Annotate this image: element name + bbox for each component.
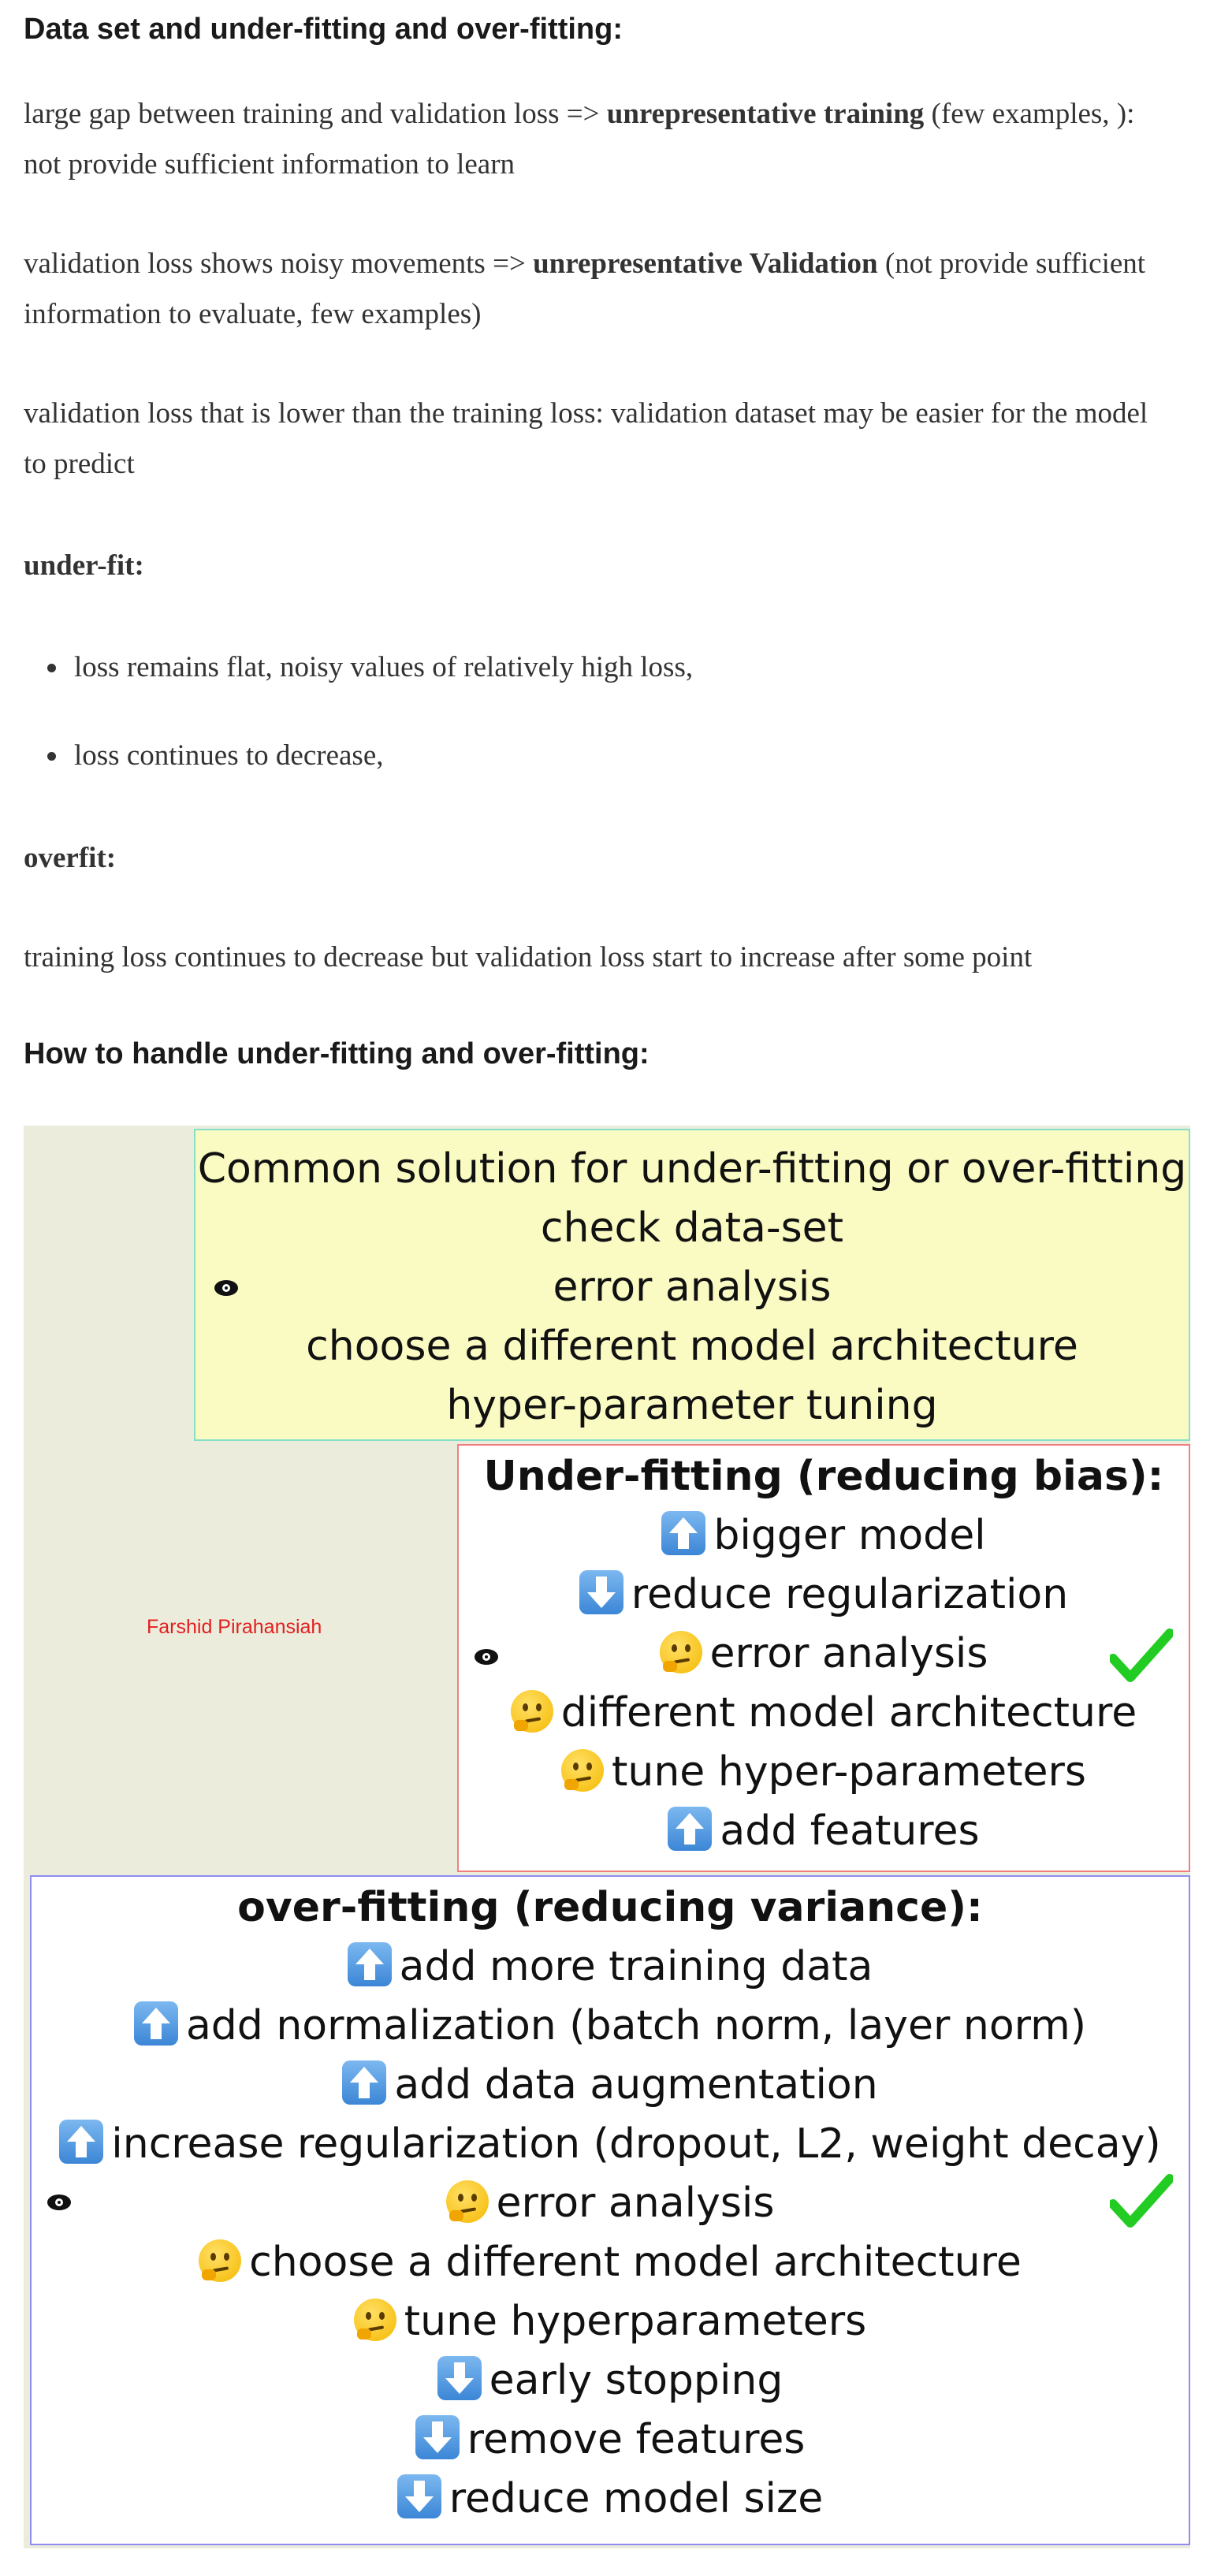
bullet-dot <box>47 752 56 761</box>
list-item: add normalization (batch norm, layer nor… <box>32 1997 1189 2056</box>
p2-post: (not provide sufficient information to e… <box>24 248 1146 330</box>
down-arrow-icon <box>396 2474 441 2518</box>
down-arrow-icon <box>415 2415 460 2459</box>
up-arrow-icon <box>342 2060 387 2105</box>
p1-bold: unrepresentative training <box>606 98 925 130</box>
thinking-face-icon <box>561 1749 604 1792</box>
list-item: choose a different model architecture <box>32 2233 1189 2292</box>
underfitting-title: Under-fitting (reducing bias): <box>483 1453 1164 1500</box>
list-item-text: loss continues to decrease, <box>74 739 384 772</box>
list-item-text: loss remains flat, noisy values of relat… <box>74 651 694 683</box>
thinking-face-icon <box>445 2180 489 2223</box>
common-item: error analysis <box>553 1264 832 1311</box>
up-arrow-icon <box>661 1511 706 1555</box>
overfitting-title: over-fitting (reducing variance): <box>237 1884 983 1931</box>
list-item-text: error analysis <box>496 2180 775 2227</box>
underfit-label: under-fit: <box>24 549 144 582</box>
list-item: different model architecture <box>459 1684 1189 1743</box>
list-item-text: bigger model <box>713 1512 986 1559</box>
down-arrow-icon <box>437 2356 482 2400</box>
underfitting-box: Under-fitting (reducing bias): bigger mo… <box>457 1444 1190 1872</box>
overfitting-box: over-fitting (reducing variance): add mo… <box>30 1875 1190 2545</box>
list-item-text: tune hyper-parameters <box>612 1748 1086 1796</box>
list-item-text: early stopping <box>489 2357 784 2404</box>
thinking-face-icon <box>199 2239 242 2282</box>
bullet-dot <box>47 664 56 672</box>
list-item-text: increase regularization (dropout, L2, we… <box>111 2120 1161 2168</box>
common-item: hyper-parameter tuning <box>446 1382 938 1429</box>
thinking-face-icon <box>510 1690 553 1733</box>
list-item-text: add more training data <box>399 1943 873 1990</box>
list-item: tune hyperparameters <box>32 2292 1189 2351</box>
list-item-text: add features <box>720 1807 980 1855</box>
up-arrow-icon <box>668 1807 713 1851</box>
paragraph-unrepresentative-validation: validation loss shows noisy movements =>… <box>24 239 1167 340</box>
thinking-face-icon <box>353 2299 396 2341</box>
p1-pre: large gap between training and validatio… <box>24 98 607 130</box>
common-title: Common solution for under-fitting or ove… <box>197 1145 1187 1193</box>
p2-bold: unrepresentative Validation <box>533 248 878 280</box>
list-item: reduce model size <box>32 2470 1189 2529</box>
list-item-text: different model architecture <box>560 1689 1137 1737</box>
paragraph-validation-lower: validation loss that is lower than the t… <box>24 397 1148 480</box>
list-item-text: remove features <box>467 2416 806 2463</box>
list-item: remove features <box>32 2410 1189 2470</box>
list-item-text: reduce regularization <box>631 1571 1069 1618</box>
paragraph-overfit: training loss continues to decrease but … <box>24 941 1033 973</box>
fitting-solutions-diagram: Farshid Pirahansiah Common solution for … <box>24 1126 1190 2548</box>
up-arrow-icon <box>133 2001 178 2046</box>
eye-icon <box>475 1649 498 1665</box>
list-item-text: tune hyperparameters <box>404 2298 867 2345</box>
list-item: add features <box>459 1802 1189 1861</box>
checkmark-icon <box>1110 2174 1173 2228</box>
list-item-text: add normalization (batch norm, layer nor… <box>185 2002 1087 2049</box>
p1-post: (few examples, ): not provide sufficient… <box>24 98 1135 181</box>
list-item: tune hyper-parameters <box>459 1743 1189 1802</box>
down-arrow-icon <box>579 1570 623 1614</box>
list-item: reduce regularization <box>459 1565 1189 1625</box>
eye-icon <box>214 1280 238 1296</box>
up-arrow-icon <box>347 1942 392 1986</box>
p2-pre: validation loss shows noisy movements => <box>24 248 534 280</box>
list-item-text: error analysis <box>709 1630 988 1677</box>
list-item-text: add data augmentation <box>394 2061 878 2109</box>
list-item: bigger model <box>459 1506 1189 1565</box>
thinking-face-icon <box>659 1631 702 1673</box>
common-solutions-box: Common solution for under-fitting or ove… <box>194 1129 1190 1441</box>
list-item: early stopping <box>32 2351 1189 2410</box>
section-heading-handle: How to handle under-fitting and over-fit… <box>24 1037 650 1070</box>
common-item: choose a different model architecture <box>306 1323 1078 1370</box>
author-watermark: Farshid Pirahansiah <box>147 1616 322 1638</box>
list-item: add more training data <box>32 1938 1189 1997</box>
up-arrow-icon <box>59 2120 104 2164</box>
section-heading-dataset: Data set and under-fitting and over-fitt… <box>24 13 623 46</box>
list-item-text: reduce model size <box>449 2475 824 2522</box>
list-item-text: choose a different model architecture <box>249 2239 1022 2286</box>
list-item: increase regularization (dropout, L2, we… <box>32 2115 1189 2174</box>
common-item: check data-set <box>540 1204 844 1252</box>
eye-icon <box>47 2194 71 2210</box>
checkmark-icon <box>1110 1629 1173 1682</box>
list-item: add data augmentation <box>32 2056 1189 2115</box>
list-item: error analysis <box>32 2174 1189 2233</box>
list-item: error analysis <box>459 1625 1189 1684</box>
paragraph-unrepresentative-training: large gap between training and validatio… <box>24 89 1167 190</box>
overfit-label: overfit: <box>24 842 117 874</box>
